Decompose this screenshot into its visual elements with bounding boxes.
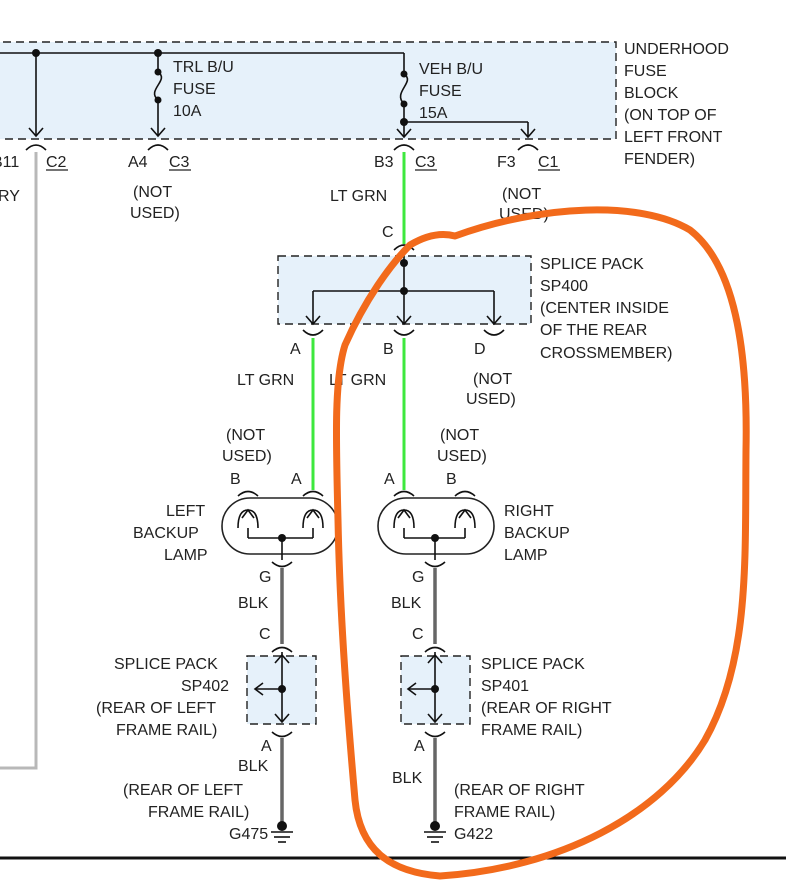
sp402-label-1: SPLICE PACK [114, 656, 218, 673]
left-lamp-b-not-used-1: (NOT [226, 427, 265, 444]
d-not-used-1: (NOT [473, 371, 512, 388]
underhood-label-1: UNDERHOOD [624, 41, 729, 58]
terminal-a4-pin: A4 [128, 154, 148, 171]
sp400-pin-a: A [290, 341, 301, 358]
splice-pack-sp400: C A B D SPLICE PACK SP400 (CENTER INSIDE… [277, 224, 672, 362]
a4-not-used-1: (NOT [133, 184, 172, 201]
sp401-pin-a: A [414, 738, 425, 755]
right-backup-lamp: A B RIGHT BACKUP LAMP G [377, 471, 570, 586]
b3-wire-color: LT GRN [330, 188, 387, 205]
sp400-label-3: (CENTER INSIDE [540, 300, 669, 317]
right-lamp-label-2: BACKUP [504, 525, 570, 542]
terminal-b11-pin: B11 [0, 154, 19, 171]
right-lamp-b-not-used-1: (NOT [440, 427, 479, 444]
underhood-label-6: FENDER) [624, 151, 695, 168]
terminal-f3-pin: F3 [497, 154, 516, 171]
splice-pack-sp401: C A SPLICE PACK SP401 (REAR OF RIGHT FRA… [400, 626, 612, 755]
fuse-block-bus [0, 49, 404, 138]
left-lamp-blk-label: BLK [238, 595, 269, 612]
sp402-pin-a: A [261, 738, 272, 755]
g475-location-1: (REAR OF LEFT [123, 782, 243, 799]
trl-fuse-label-2: FUSE [173, 81, 216, 98]
trl-fuse: TRL B/U FUSE 10A [150, 53, 234, 138]
left-lamp-label-1: LEFT [166, 503, 205, 520]
sp400-label-2: SP400 [540, 278, 588, 295]
orange-circle-annotation [332, 206, 750, 880]
g475-location-2: FRAME RAIL) [148, 804, 249, 821]
a4-not-used-2: USED) [130, 205, 180, 222]
d-not-used-2: USED) [466, 391, 516, 408]
splice-pack-sp402: C A SPLICE PACK SP402 (REAR OF LEFT FRAM… [96, 626, 317, 755]
g422-location-1: (REAR OF RIGHT [454, 782, 585, 799]
sp402-blk-label: BLK [238, 758, 269, 775]
right-lamp-label-1: RIGHT [504, 503, 554, 520]
veh-fuse-label-1: VEH B/U [419, 61, 483, 78]
right-wire-color: LT GRN [329, 372, 386, 389]
b11-gray-wire [0, 152, 38, 770]
left-backup-lamp: B A LEFT BACKUP LAMP G [133, 471, 339, 586]
right-lamp-pin-a: A [384, 471, 395, 488]
left-lamp-label-3: LAMP [164, 547, 208, 564]
sp400-pin-c: C [382, 224, 394, 241]
terminal-b3-conn: C3 [415, 154, 436, 171]
sp400-pin-b: B [383, 341, 394, 358]
g475-id: G475 [229, 826, 268, 843]
sp402-label-4: FRAME RAIL) [116, 722, 217, 739]
g422-location-2: FRAME RAIL) [454, 804, 555, 821]
fuse-block-terminals: B11 C2 A4 C3 B3 C3 F3 C1 [0, 144, 560, 171]
sp400-label-5: CROSSMEMBER) [540, 345, 672, 362]
underhood-fuse-block: UNDERHOOD FUSE BLOCK (ON TOP OF LEFT FRO… [0, 41, 729, 168]
left-lamp-pin-a: A [291, 471, 302, 488]
sp400-pin-d: D [474, 341, 486, 358]
sp401-label-3: (REAR OF RIGHT [481, 700, 612, 717]
right-lamp-pin-g: G [412, 569, 424, 586]
right-lamp-blk-label: BLK [391, 595, 422, 612]
underhood-label-5: LEFT FRONT [624, 129, 723, 146]
veh-fuse-label-3: 15A [419, 105, 448, 122]
g422-id: G422 [454, 826, 493, 843]
veh-fuse-label-2: FUSE [419, 83, 462, 100]
left-wire-color: LT GRN [237, 372, 294, 389]
right-lamp-b-not-used-2: USED) [437, 448, 487, 465]
sp401-label-4: FRAME RAIL) [481, 722, 582, 739]
sp400-label-1: SPLICE PACK [540, 256, 644, 273]
sp401-blk-label: BLK [392, 770, 423, 787]
left-lamp-label-2: BACKUP [133, 525, 199, 542]
left-lamp-pin-g: G [259, 569, 271, 586]
left-lamp-b-not-used-2: USED) [222, 448, 272, 465]
underhood-label-4: (ON TOP OF [624, 107, 717, 124]
sp401-label-1: SPLICE PACK [481, 656, 585, 673]
f3-not-used-1: (NOT [502, 186, 541, 203]
terminal-f3-conn: C1 [538, 154, 559, 171]
terminal-b11-conn: C2 [46, 154, 67, 171]
underhood-label-2: FUSE [624, 63, 667, 80]
trl-fuse-label-1: TRL B/U [173, 59, 234, 76]
sp401-label-2: SP401 [481, 678, 529, 695]
veh-fuse: VEH B/U FUSE 15A [396, 53, 536, 139]
ground-g422: (REAR OF RIGHT FRAME RAIL) G422 [424, 782, 585, 843]
left-partial-label: RY [0, 188, 20, 205]
terminal-b3-pin: B3 [374, 154, 394, 171]
ground-g475: (REAR OF LEFT FRAME RAIL) G475 [123, 782, 293, 843]
sp402-label-2: SP402 [181, 678, 229, 695]
right-lamp-pin-b: B [446, 471, 457, 488]
underhood-label-3: BLOCK [624, 85, 679, 102]
trl-fuse-label-3: 10A [173, 103, 202, 120]
left-lamp-pin-b: B [230, 471, 241, 488]
sp401-pin-c: C [412, 626, 424, 643]
sp402-label-3: (REAR OF LEFT [96, 700, 216, 717]
terminal-a4-conn: C3 [169, 154, 190, 171]
right-lamp-label-3: LAMP [504, 547, 548, 564]
sp402-pin-c: C [259, 626, 271, 643]
sp400-label-4: OF THE REAR [540, 322, 647, 339]
